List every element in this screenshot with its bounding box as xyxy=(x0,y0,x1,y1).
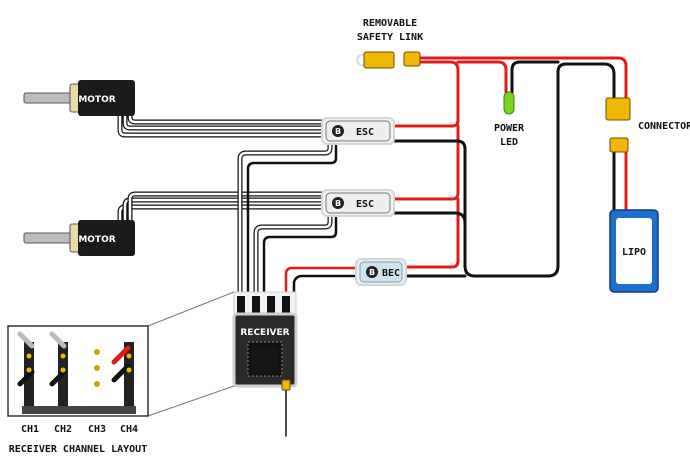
connector-top xyxy=(605,97,631,121)
bec-brand-icon xyxy=(366,266,378,278)
esc-top-brand-icon xyxy=(332,125,344,137)
bec-red-lead xyxy=(284,266,362,302)
motor-top-body xyxy=(78,80,135,116)
power-led-label-line2: LED xyxy=(500,137,518,148)
safety-link: REMOVABLE SAFETY LINK xyxy=(356,18,423,69)
connector-bottom xyxy=(609,137,629,153)
esc-top: B ESC xyxy=(321,117,395,145)
lipo-label: LIPO xyxy=(622,247,646,258)
motor-top-label: MOTOR xyxy=(78,95,115,105)
esc-top-brand: B xyxy=(335,127,341,136)
receiver-pin-3 xyxy=(267,296,275,316)
motor-bottom: MOTOR xyxy=(23,220,135,256)
bec-label: BEC xyxy=(382,268,400,279)
receiver-label: RECEIVER xyxy=(240,328,289,338)
connector: CONNECTOR xyxy=(605,97,690,153)
esc-bottom-brand-icon xyxy=(332,197,344,209)
safety-link-plug xyxy=(363,51,395,69)
safety-link-label-line2: SAFETY LINK xyxy=(357,32,423,43)
motor-bottom-label: MOTOR xyxy=(78,235,115,245)
black-ground-wires xyxy=(392,60,616,278)
motor-bottom-body xyxy=(78,220,135,256)
esc-signal-leads xyxy=(237,139,338,303)
power-led-label-line1: POWER xyxy=(494,123,525,134)
motor-bottom-shaft xyxy=(23,232,75,244)
bec-brand: B xyxy=(369,268,375,277)
led-body xyxy=(503,91,515,115)
channel-4-plug xyxy=(111,342,134,406)
safety-link-label-line1: REMOVABLE xyxy=(363,18,417,29)
channel-label-2: CH2 xyxy=(54,424,72,435)
channel-header-bar xyxy=(22,406,136,414)
bec-black-lead xyxy=(292,274,362,302)
channel-label-4: CH4 xyxy=(120,424,138,435)
channel-1-plug xyxy=(17,331,35,406)
red-power-wires xyxy=(392,56,628,269)
bec: B BEC xyxy=(355,258,407,286)
channel-label-3: CH3 xyxy=(88,424,106,435)
channel-2-plug xyxy=(49,331,68,406)
lipo-battery: LIPO xyxy=(609,209,659,293)
motor-top: MOTOR xyxy=(23,80,135,116)
power-led: POWER LED xyxy=(494,91,525,148)
motor-bottom-leads xyxy=(117,191,328,235)
motor-top-shaft xyxy=(23,92,75,104)
esc-bottom: B ESC xyxy=(321,189,395,217)
channel-3-pins xyxy=(94,349,100,387)
receiver-pin-4 xyxy=(282,296,290,316)
esc-bottom-brand: B xyxy=(335,199,341,208)
receiver-pin-1 xyxy=(237,296,245,316)
esc-top-label: ESC xyxy=(356,127,374,138)
channel-label-1: CH1 xyxy=(21,424,39,435)
wires xyxy=(117,56,628,437)
antenna-connector xyxy=(281,379,291,391)
motor-top-leads xyxy=(117,97,328,138)
esc-bottom-label: ESC xyxy=(356,199,374,210)
channel-layout-title: RECEIVER CHANNEL LAYOUT xyxy=(9,444,147,455)
channel-layout-inset: CH1 CH2 CH3 CH4 RECEIVER CHANNEL LAYOUT xyxy=(7,291,235,455)
safety-link-socket xyxy=(403,51,421,67)
receiver-pin-2 xyxy=(252,296,260,316)
receiver: RECEIVER xyxy=(232,291,298,391)
connector-label: CONNECTOR xyxy=(638,121,690,132)
